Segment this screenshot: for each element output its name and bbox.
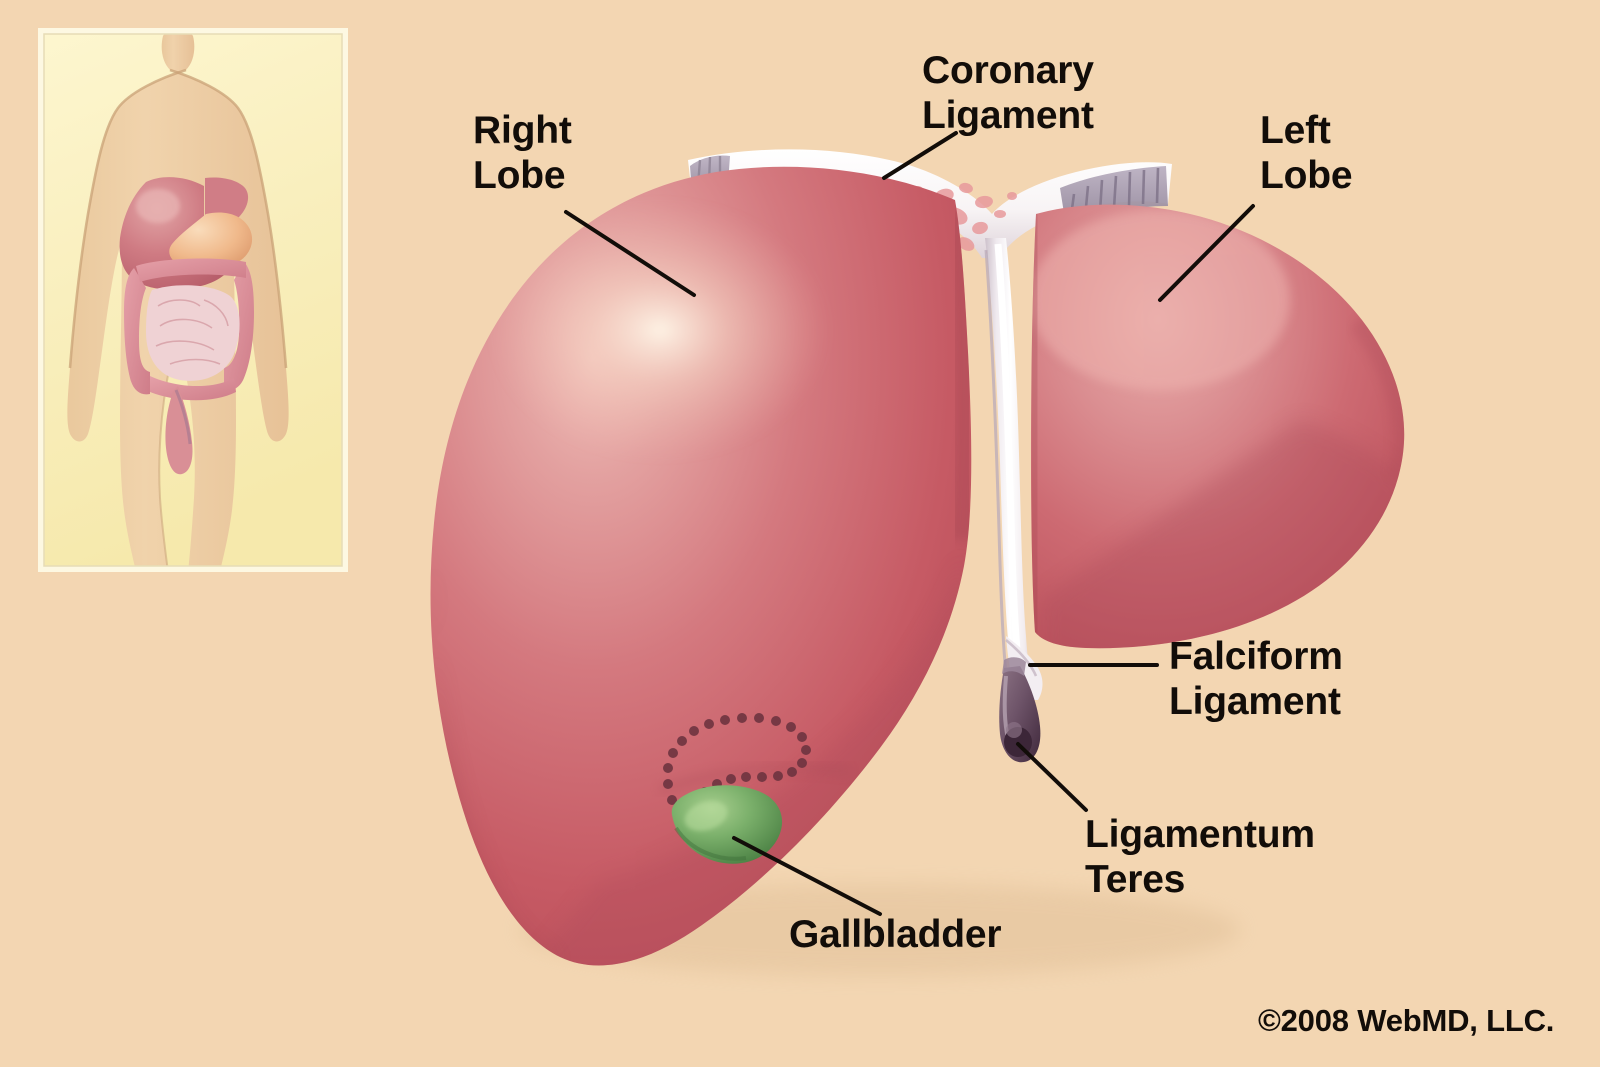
label-right-lobe: Right Lobe — [473, 109, 572, 198]
inset-small-intestine — [146, 285, 240, 381]
label-left-lobe: Left Lobe — [1260, 109, 1353, 198]
body-location-inset — [38, 28, 348, 572]
gallbladder-structure — [671, 785, 783, 864]
label-gallbladder: Gallbladder — [789, 913, 1002, 956]
label-coronary-ligament: Coronary Ligament — [922, 49, 1094, 138]
label-ligamentum-teres: Ligamentum Teres — [1085, 813, 1315, 902]
inset-ascending-colon — [124, 268, 150, 395]
right-lobe-highlight — [490, 200, 830, 460]
leader-lines — [564, 131, 1255, 916]
inset-rectum — [165, 386, 193, 475]
leader-left-lobe — [1158, 204, 1255, 302]
label-falciform-ligament: Falciform Ligament — [1169, 635, 1343, 724]
inset-sigmoid-colon — [150, 376, 236, 401]
leader-coronary-ligament — [882, 131, 958, 180]
leader-ligamentum-teres — [1016, 742, 1088, 812]
inset-transverse-colon — [136, 258, 246, 282]
copyright-notice: ©2008 WebMD, LLC. — [1258, 1003, 1555, 1038]
inset-descending-colon — [224, 262, 254, 391]
inset-stomach — [169, 212, 253, 270]
leader-right-lobe — [564, 210, 696, 297]
gallbladder-fossa-dotted-outline — [663, 713, 811, 813]
leader-gallbladder — [732, 836, 882, 916]
